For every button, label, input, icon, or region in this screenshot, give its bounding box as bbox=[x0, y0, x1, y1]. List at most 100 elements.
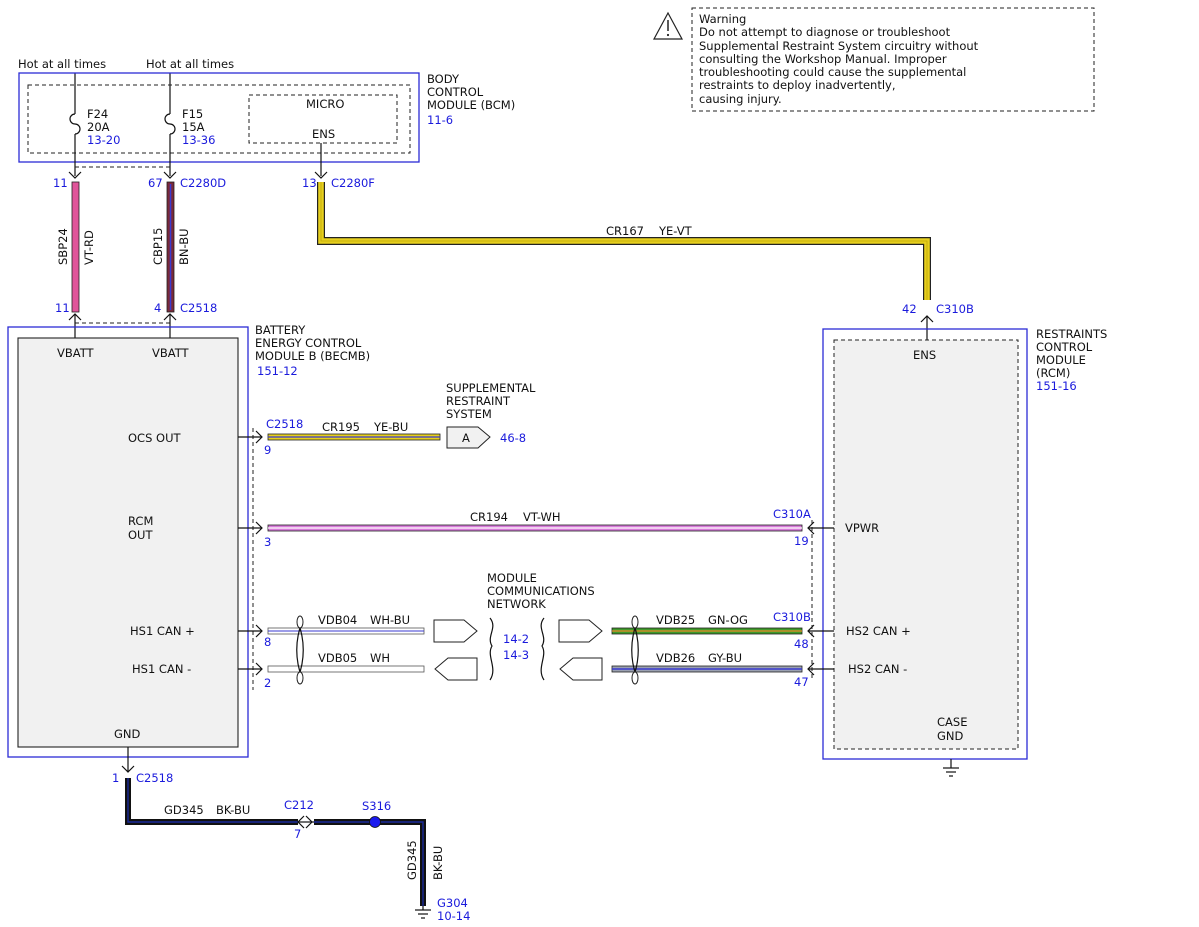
connector-c212-label: C212 bbox=[284, 798, 314, 812]
wire-gd345-circuit-v: GD345 bbox=[405, 840, 419, 880]
rcm-inner bbox=[833, 339, 1019, 750]
wire-cbp15-circuit: CBP15 bbox=[151, 228, 165, 266]
bcm-name-2: CONTROL bbox=[427, 85, 484, 99]
srs-connector bbox=[446, 426, 491, 449]
becmb-pin-2: 2 bbox=[264, 676, 271, 690]
warning-line-5: restraints to deploy inadvertently, bbox=[699, 78, 896, 92]
pin-arrow-becmb-3 bbox=[255, 521, 263, 535]
connector-c212 bbox=[297, 815, 314, 829]
splice-s316 bbox=[369, 816, 381, 828]
fuse-f15-id: F15 bbox=[182, 107, 203, 121]
wire-gd345-color-h: BK-BU bbox=[216, 803, 250, 817]
connector-c212-pin: 7 bbox=[294, 827, 301, 841]
becmb-hs1-can-minus: HS1 CAN - bbox=[132, 662, 191, 676]
wire-vdb04-color: WH-BU bbox=[370, 613, 410, 627]
ground-g304-ref: 10-14 bbox=[437, 909, 470, 923]
wire-sbp24 bbox=[71, 181, 80, 313]
becmb-conn-c2518-gnd: C2518 bbox=[136, 771, 173, 785]
wire-cr167 bbox=[317, 182, 931, 300]
rcm-conn-c310a: C310A bbox=[773, 507, 811, 521]
becmb-ocs-out: OCS OUT bbox=[128, 431, 182, 445]
rcm-conn-c310b-can: C310B bbox=[773, 610, 811, 624]
twisted-pair-right-icon bbox=[631, 615, 639, 685]
bcm-module: Hot at all times Hot at all times BODY C… bbox=[18, 57, 515, 190]
warning-icon bbox=[652, 11, 684, 40]
bcm-outline bbox=[18, 72, 420, 163]
network-ref-1: 14-2 bbox=[503, 632, 529, 646]
network-connector-right-1 bbox=[558, 619, 603, 643]
rcm-module: 42 C310B RESTRAINTS CONTROL MODULE (RCM)… bbox=[773, 302, 1107, 777]
warning-line-6: causing injury. bbox=[699, 92, 782, 106]
fuse-f15-ref: 13-36 bbox=[182, 133, 215, 147]
bcm-name-1: BODY bbox=[427, 72, 460, 86]
srs-connector-label: A bbox=[462, 431, 470, 445]
network-connector-right-2 bbox=[559, 657, 603, 681]
network-break-right-icon bbox=[540, 617, 545, 681]
wire-vdb25 bbox=[611, 627, 803, 635]
pin-arrow-becmb-9 bbox=[255, 430, 263, 444]
network-name-1: MODULE bbox=[487, 571, 537, 585]
becmb-vbatt-2: VBATT bbox=[152, 346, 190, 360]
case-ground-icon bbox=[943, 759, 959, 777]
rcm-case-gnd-1: CASE bbox=[937, 715, 967, 729]
bcm-pin-11: 11 bbox=[53, 176, 68, 190]
pin-arrow-becmb-1 bbox=[121, 765, 135, 773]
pin-arrow-bcm-11 bbox=[68, 171, 82, 179]
wire-cr167-circuit: CR167 bbox=[606, 224, 644, 238]
becmb-pin-3: 3 bbox=[264, 535, 271, 549]
becmb-name-3: MODULE B (BECMB) bbox=[255, 349, 370, 363]
wire-gd345 bbox=[125, 778, 426, 906]
pin-arrow-becmb-8 bbox=[255, 624, 263, 638]
network-connector-left-1 bbox=[433, 619, 478, 643]
rcm-hs2-can-plus: HS2 CAN + bbox=[846, 624, 911, 638]
micro-label: MICRO bbox=[306, 97, 344, 111]
becmb-inner bbox=[17, 337, 239, 748]
wire-vdb26-color: GY-BU bbox=[708, 651, 742, 665]
rcm-hs2-can-minus: HS2 CAN - bbox=[848, 662, 907, 676]
rcm-name-2: CONTROL bbox=[1036, 340, 1093, 354]
bcm-name-3: MODULE (BCM) bbox=[427, 98, 515, 112]
becmb-gnd: GND bbox=[114, 727, 141, 741]
bcm-pin-13: 13 bbox=[302, 176, 317, 190]
srs-name-2: RESTRAINT bbox=[446, 394, 511, 408]
rcm-name-4: (RCM) bbox=[1036, 366, 1070, 380]
network-ref-2: 14-3 bbox=[503, 648, 529, 662]
wire-vdb25-circuit: VDB25 bbox=[656, 613, 695, 627]
pin-arrow-bcm-67 bbox=[163, 171, 177, 179]
becmb-conn-c2518-ocs: C2518 bbox=[266, 417, 303, 431]
pin-arrow-bcm-13 bbox=[314, 171, 328, 179]
wire-vdb05 bbox=[267, 665, 425, 673]
becmb-pin-top-11: 11 bbox=[55, 301, 70, 315]
bcm-dashed-region bbox=[27, 84, 411, 154]
wire-vdb25-color: GN-OG bbox=[708, 613, 748, 627]
wire-vdb26 bbox=[611, 665, 803, 673]
ground-g304-icon bbox=[415, 906, 431, 919]
srs-ref: 46-8 bbox=[500, 431, 526, 445]
wire-cr195 bbox=[267, 433, 441, 441]
warning-line-4: troubleshooting could cause the suppleme… bbox=[699, 65, 966, 79]
splice-s316-label: S316 bbox=[362, 799, 391, 813]
warning-line-1: Do not attempt to diagnose or troublesho… bbox=[699, 25, 951, 39]
wire-sbp24-color: VT-RD bbox=[82, 230, 96, 265]
becmb-pin-top-4: 4 bbox=[154, 301, 161, 315]
rcm-pin-47: 47 bbox=[794, 675, 809, 689]
srs-name-1: SUPPLEMENTAL bbox=[446, 381, 536, 395]
network-name-3: NETWORK bbox=[487, 597, 546, 611]
wire-vdb05-color: WH bbox=[370, 651, 390, 665]
becmb-vbatt-1: VBATT bbox=[57, 346, 95, 360]
warning-panel: Warning Do not attempt to diagnose or tr… bbox=[652, 7, 1095, 112]
rcm-name-1: RESTRAINTS bbox=[1036, 327, 1107, 341]
srs-name-3: SYSTEM bbox=[446, 407, 492, 421]
rcm-outline bbox=[822, 328, 1028, 760]
fuse-f24-rating: 20A bbox=[87, 120, 110, 134]
wire-cr194-color: VT-WH bbox=[523, 510, 561, 524]
fuse-f15-rating: 15A bbox=[182, 120, 205, 134]
rcm-ens: ENS bbox=[913, 348, 936, 362]
warning-line-3: consulting the Workshop Manual. Improper bbox=[699, 52, 947, 66]
twisted-pair-left-icon bbox=[296, 615, 304, 685]
becmb-rcm-out-1: RCM bbox=[128, 514, 153, 528]
warning-title: Warning bbox=[699, 12, 746, 26]
network-name-2: COMMUNICATIONS bbox=[487, 584, 595, 598]
hot-at-all-times-2: Hot at all times bbox=[146, 57, 234, 71]
